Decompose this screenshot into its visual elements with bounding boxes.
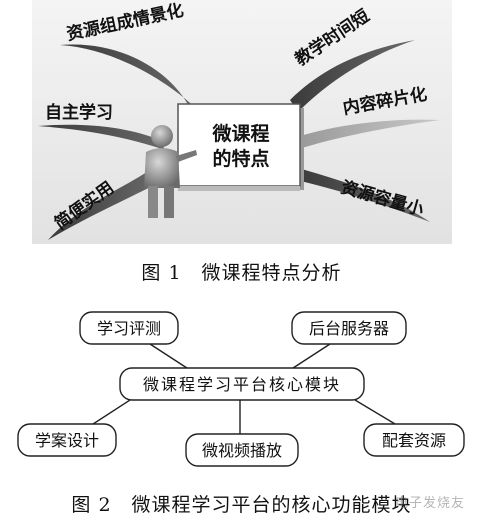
figure-2-caption: 图 2 微课程学习平台的核心功能模块	[71, 494, 412, 516]
module-bottom-left-label: 学案设计	[35, 431, 99, 450]
module-bottom-middle-box	[185, 433, 299, 467]
mind-map-figure: 微课程 的特点 资源组成情景化 自主学习 简便实用 教学时间短 内容碎片化 资源…	[32, 0, 452, 244]
center-line-1: 微课程	[211, 122, 269, 145]
module-diagram: 学习评测 后台服务器 微课程学习平台核心模块 学案设计 微视频播放 配套资源	[17, 311, 465, 467]
module-top-right-box	[291, 311, 407, 345]
branch-bottom-left	[48, 170, 160, 240]
module-top-left-box	[79, 311, 179, 345]
figure-1-caption: 图 1 微课程特点分析	[141, 262, 342, 284]
center-line-2: 的特点	[212, 147, 269, 170]
branch-top-left	[60, 44, 200, 113]
branch-mid-left	[38, 124, 165, 150]
module-bottom-left-box	[17, 423, 117, 457]
core-module-label: 微课程学习平台核心模块	[143, 375, 341, 394]
whiteboard	[177, 103, 301, 187]
core-module-box	[119, 367, 365, 401]
watermark: 电子发烧友	[394, 496, 465, 511]
module-top-right-label: 后台服务器	[309, 319, 389, 338]
module-bottom-right-label: 配套资源	[382, 431, 446, 450]
presenter-figure-icon	[144, 125, 197, 218]
branch-label-mid-left: 自主学习	[45, 102, 113, 123]
module-bottom-middle-label: 微视频播放	[202, 441, 282, 460]
module-bottom-right-box	[363, 423, 465, 457]
connector-lines	[89, 343, 396, 434]
module-top-left-label: 学习评测	[97, 319, 161, 338]
branch-top-right	[290, 40, 415, 112]
branch-mid-right	[300, 119, 440, 148]
branch-bottom-right	[296, 168, 430, 222]
whiteboard-tray	[178, 186, 300, 191]
